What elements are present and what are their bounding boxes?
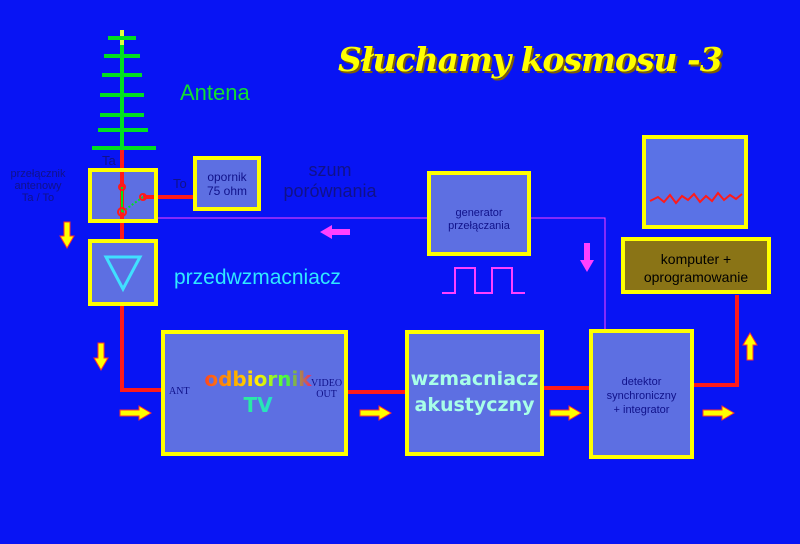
switch-icon: [117, 183, 147, 217]
signal-waveform-icon: [649, 191, 743, 205]
computer-box: komputer +oprogramowanie: [621, 237, 771, 294]
preamp-label: przedwzmacniacz: [174, 266, 341, 289]
antenna-icon: [92, 30, 156, 160]
ant-label: ANT: [169, 386, 190, 397]
arrow-icon: [59, 221, 758, 421]
square-wave-icon: [442, 267, 525, 294]
amplifier-triangle-icon: [103, 255, 143, 293]
to-label: To: [173, 176, 187, 191]
preamp-box: [88, 239, 158, 306]
receiver-label: odbiornik TV: [204, 367, 312, 417]
antenna-label: Antena: [180, 80, 250, 105]
arrow-icon: [320, 225, 594, 272]
antenna-switch: [88, 168, 158, 223]
page-title: Słuchamy kosmosu -3: [338, 40, 723, 79]
monitor-screen: [642, 135, 748, 229]
signal-path: [120, 150, 739, 394]
control-line: [157, 217, 606, 330]
ta-label: Ta: [102, 153, 116, 168]
